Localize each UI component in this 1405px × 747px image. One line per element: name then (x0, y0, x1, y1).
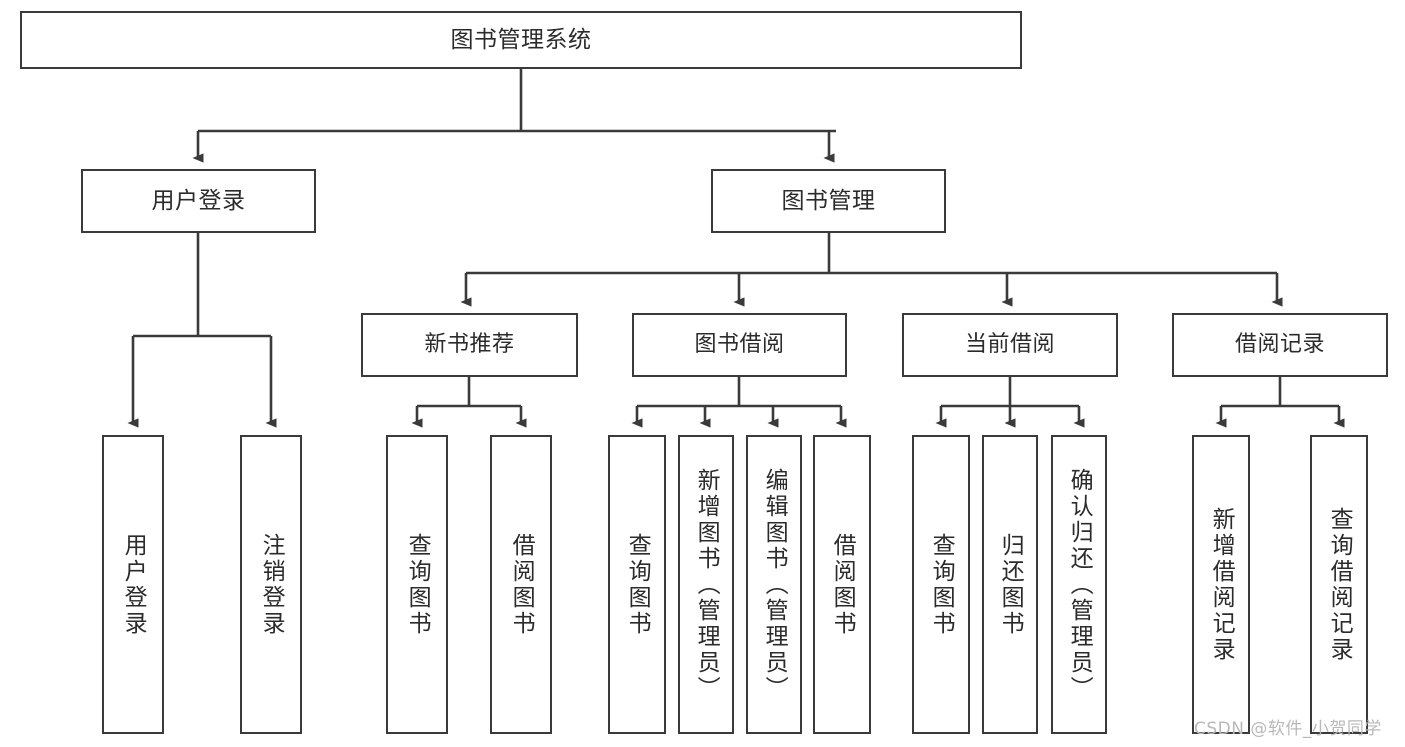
leaf-record-query-record[interactable]: 查询借阅记录 (1310, 435, 1368, 734)
leaf-record-add-record[interactable]: 新增借阅记录 (1192, 435, 1250, 734)
node-book-borrow[interactable]: 图书借阅 (632, 313, 847, 377)
node-label: 图书管理 (781, 187, 876, 214)
node-label: 图书借阅 (694, 332, 785, 358)
node-label: 当前借阅 (964, 332, 1055, 358)
node-current-borrow[interactable]: 当前借阅 (902, 313, 1118, 377)
leaf-current-query-book[interactable]: 查询图书 (912, 435, 970, 734)
node-borrow-record[interactable]: 借阅记录 (1172, 313, 1388, 377)
leaf-borrow-edit-book-admin[interactable]: 编辑图书（管理员） (746, 435, 802, 734)
leaf-recommend-query-book[interactable]: 查询图书 (386, 435, 448, 734)
node-label: 用户登录 (120, 532, 147, 637)
leaf-current-confirm-return-admin[interactable]: 确认归还（管理员） (1051, 435, 1107, 734)
leaf-borrow-borrow-book[interactable]: 借阅图书 (813, 435, 871, 734)
node-label: 用户登录 (151, 187, 246, 214)
node-label: 编辑图书（管理员） (761, 467, 788, 702)
leaf-user-login-login[interactable]: 用户登录 (102, 435, 164, 734)
node-label: 图书管理系统 (450, 26, 592, 53)
node-label: 查询图书 (624, 532, 651, 637)
node-label: 归还图书 (997, 532, 1024, 637)
leaf-borrow-query-book[interactable]: 查询图书 (608, 435, 666, 734)
node-root-system[interactable]: 图书管理系统 (20, 11, 1022, 69)
node-label: 新增借阅记录 (1208, 506, 1235, 663)
node-label: 新增图书（管理员） (693, 467, 720, 702)
node-label: 借阅图书 (829, 532, 856, 637)
leaf-current-return-book[interactable]: 归还图书 (982, 435, 1038, 734)
node-label: 注销登录 (258, 532, 285, 637)
leaf-recommend-borrow-book[interactable]: 借阅图书 (490, 435, 552, 734)
csdn-watermark: CSDN @软件_小贺同学 (1194, 719, 1382, 739)
node-user-login[interactable]: 用户登录 (81, 169, 316, 233)
node-label: 查询借阅记录 (1326, 506, 1353, 663)
node-label: 查询图书 (404, 532, 431, 637)
node-new-book-recommend[interactable]: 新书推荐 (361, 313, 578, 377)
leaf-borrow-add-book-admin[interactable]: 新增图书（管理员） (678, 435, 734, 734)
node-label: 借阅图书 (508, 532, 535, 637)
leaf-user-login-logout[interactable]: 注销登录 (240, 435, 302, 734)
node-label: 确认归还（管理员） (1066, 467, 1093, 702)
node-label: 查询图书 (928, 532, 955, 637)
node-book-management[interactable]: 图书管理 (711, 169, 946, 233)
node-label: 借阅记录 (1234, 332, 1325, 358)
node-label: 新书推荐 (424, 332, 515, 358)
